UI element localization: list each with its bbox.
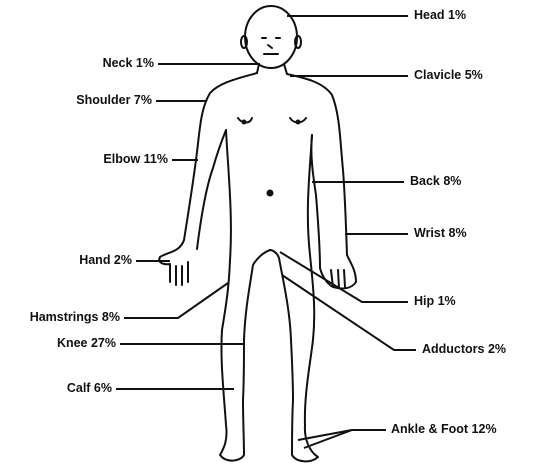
right-torso: [270, 135, 318, 461]
label-ankle-foot: Ankle & Foot 12%: [391, 422, 497, 437]
label-elbow: Elbow 11%: [40, 152, 168, 167]
hamstrings-leader: [124, 283, 228, 318]
label-knee: Knee 27%: [10, 336, 116, 351]
body-outline: [159, 6, 356, 461]
label-neck: Neck 1%: [80, 56, 154, 71]
label-hamstrings: Hamstrings 8%: [2, 310, 120, 325]
ankle-foot-leader: [298, 430, 386, 448]
label-calf: Calf 6%: [20, 381, 112, 396]
label-hand: Hand 2%: [40, 253, 132, 268]
label-hip: Hip 1%: [414, 294, 456, 309]
label-clavicle: Clavicle 5%: [414, 68, 483, 83]
adductors-leader: [282, 275, 416, 350]
label-shoulder: Shoulder 7%: [40, 93, 152, 108]
label-wrist: Wrist 8%: [414, 226, 467, 241]
leader-lines: [116, 16, 416, 448]
navel: [268, 191, 273, 196]
label-head: Head 1%: [414, 8, 466, 23]
label-adductors: Adductors 2%: [422, 342, 506, 357]
label-back: Back 8%: [410, 174, 461, 189]
left-torso: [220, 130, 270, 461]
